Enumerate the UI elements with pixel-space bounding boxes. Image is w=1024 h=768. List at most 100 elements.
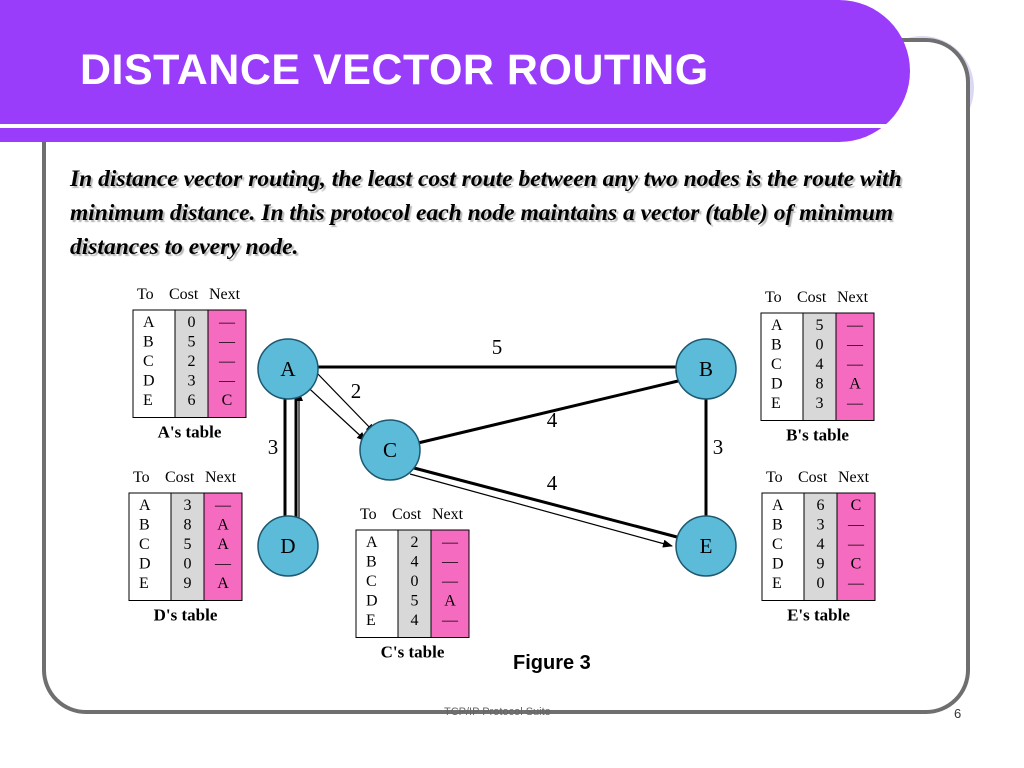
- table-column-cost: [803, 492, 838, 601]
- table-cell: 2: [411, 534, 419, 551]
- table-cell: 0: [188, 314, 196, 331]
- table-cell: E: [143, 392, 153, 409]
- link-cost-label: 4: [547, 471, 558, 495]
- table-cell: D: [143, 373, 155, 390]
- table-cell: A: [217, 517, 229, 534]
- link-cost-label: 3: [268, 435, 279, 459]
- table-cell: B: [143, 334, 154, 351]
- table-cell: —: [214, 497, 232, 514]
- node-b: B: [675, 338, 737, 400]
- route-arrow: [299, 379, 367, 442]
- table-cell: 3: [184, 497, 192, 514]
- table-cell: 0: [411, 573, 419, 590]
- node-circle: [675, 515, 737, 577]
- node-label: B: [699, 357, 713, 381]
- arrows-layer: [295, 371, 673, 548]
- title-underline: [0, 124, 904, 128]
- table-header-cost: Cost: [165, 469, 195, 486]
- table-caption: C's table: [381, 643, 445, 662]
- table-cell: —: [846, 337, 864, 354]
- table-cell: 3: [817, 517, 825, 534]
- node-c: C: [359, 419, 421, 481]
- route-arrow: [315, 371, 376, 434]
- figure-caption: Figure 3: [513, 652, 591, 674]
- table-cell: 2: [188, 353, 196, 370]
- table-header-to: To: [765, 289, 782, 306]
- table-cell: 5: [184, 536, 192, 553]
- link-cost-label: 2: [351, 379, 362, 403]
- node-label: D: [280, 534, 295, 558]
- table-caption: B's table: [786, 426, 849, 445]
- table-cell: C: [771, 356, 782, 373]
- table-cell: 5: [816, 317, 824, 334]
- table-cell: D: [771, 376, 783, 393]
- table-column-next: [836, 492, 876, 601]
- node-circle: [257, 515, 319, 577]
- table-cell: D: [366, 593, 378, 610]
- table-cell: C: [222, 392, 233, 409]
- table-cell: —: [441, 573, 459, 590]
- table-cell: 4: [816, 356, 824, 373]
- table-cell: 3: [188, 373, 196, 390]
- table-caption: D's table: [154, 606, 218, 625]
- table-cell: A: [217, 575, 229, 592]
- table-cell: —: [846, 317, 864, 334]
- table-cell: E: [366, 612, 376, 629]
- table-cell: 5: [411, 593, 419, 610]
- footer-text: TCP/IP Protocol Suite: [444, 706, 551, 718]
- table-cell: A: [771, 317, 783, 334]
- table-cell: E: [139, 575, 149, 592]
- table-header-next: Next: [432, 506, 464, 523]
- table-header-to: To: [766, 469, 783, 486]
- table-cell: B: [139, 517, 150, 534]
- table-header-cost: Cost: [392, 506, 422, 523]
- table-cell: 9: [184, 575, 192, 592]
- table-cell: 5: [188, 334, 196, 351]
- table-cell: 9: [817, 556, 825, 573]
- table-header-next: Next: [209, 286, 241, 303]
- slide-body-text: In distance vector routing, the least co…: [70, 166, 902, 260]
- table-column-next: [203, 492, 243, 601]
- table-cell: A: [772, 497, 784, 514]
- table-column-cost: [397, 529, 432, 638]
- table-cell: —: [847, 536, 865, 553]
- table-header-next: Next: [205, 469, 237, 486]
- table-cell: —: [218, 314, 236, 331]
- table-header-to: To: [137, 286, 154, 303]
- table-cell: B: [366, 554, 377, 571]
- table-cell: 4: [817, 536, 825, 553]
- table-column-cost: [170, 492, 205, 601]
- node-label: C: [383, 438, 397, 462]
- table-caption: A's table: [158, 423, 222, 442]
- table-cell: A: [143, 314, 155, 331]
- page-number: 6: [954, 706, 962, 721]
- table-cell: —: [441, 534, 459, 551]
- table-cell: 4: [411, 612, 419, 629]
- table-column-to: [761, 492, 805, 601]
- table-header-next: Next: [838, 469, 870, 486]
- node-circle: [675, 338, 737, 400]
- table-cell: —: [846, 395, 864, 412]
- table-cell: —: [847, 517, 865, 534]
- table-cell: —: [218, 353, 236, 370]
- table-header-cost: Cost: [797, 289, 827, 306]
- node-a: A: [257, 338, 319, 400]
- table-cell: —: [214, 556, 232, 573]
- table-caption: E's table: [787, 606, 850, 625]
- table-cell: B: [772, 517, 783, 534]
- node-label: A: [280, 357, 296, 381]
- table-column-cost: [174, 309, 209, 418]
- table-header-to: To: [133, 469, 150, 486]
- table-cell: 0: [817, 575, 825, 592]
- link-cost-label: 5: [492, 335, 503, 359]
- table-cell: B: [771, 337, 782, 354]
- table-column-next: [835, 312, 875, 421]
- table-cell: 4: [411, 554, 419, 571]
- link-cost-label: 3: [713, 435, 724, 459]
